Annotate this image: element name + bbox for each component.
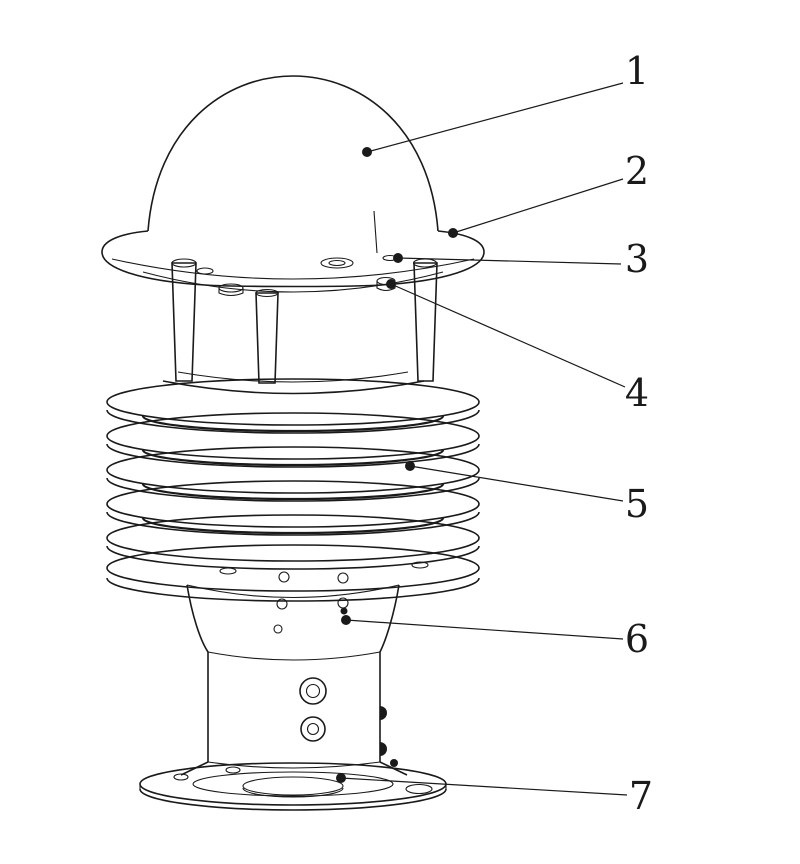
- callout-label-2: 2: [625, 149, 649, 193]
- collar-step-lower: [162, 380, 425, 395]
- posts-group: [171, 258, 438, 384]
- louver-plate-rim: [106, 477, 480, 502]
- body-side-boss-lower: [380, 742, 387, 756]
- body-transition-edge: [207, 651, 381, 661]
- post-middle-top: [255, 288, 279, 298]
- body-pin: [340, 607, 348, 615]
- louver-gap-shadow: [141, 483, 445, 501]
- base-flange-thickness: [139, 788, 447, 811]
- callout-dot-6: [341, 615, 351, 625]
- body-bolt-lower-inner: [306, 722, 320, 736]
- louver-bottom-disc: [106, 544, 480, 592]
- callout-label-5: 5: [625, 482, 649, 526]
- louver-plate: [106, 514, 480, 562]
- callout-label-7: 7: [629, 774, 653, 818]
- callout-label-4: 4: [625, 371, 649, 415]
- louver-plate: [106, 378, 480, 426]
- post-middle: [255, 292, 279, 384]
- callout-dot-4: [386, 279, 396, 289]
- base-center-hole-depth: [242, 787, 344, 798]
- post-left-top: [171, 258, 197, 268]
- base-flange-group: [139, 761, 447, 811]
- body-hole: [273, 624, 283, 634]
- louver-stack: [106, 378, 480, 602]
- callout-dot-3: [393, 253, 403, 263]
- dome-outline: [147, 75, 439, 232]
- sensor-ring-inner: [328, 259, 346, 267]
- callout-dot-2: [448, 228, 458, 238]
- leader-line-6: [345, 619, 624, 640]
- body-hole: [276, 598, 288, 610]
- dome-group: [147, 75, 439, 254]
- base-right-slot: [405, 783, 433, 795]
- sensor-ring-outer: [320, 257, 354, 269]
- body-bolt-upper-inner: [305, 683, 321, 699]
- base-screw-left-outer: [173, 773, 189, 781]
- leader-line-3: [397, 257, 622, 265]
- louver-plate: [106, 412, 480, 460]
- body-top-edge: [186, 584, 400, 598]
- louver-plate-rim: [106, 443, 480, 468]
- leader-line-7: [340, 777, 628, 796]
- post-left: [171, 262, 197, 382]
- cap-band-group: [101, 230, 485, 293]
- dome-seam-line: [373, 210, 378, 254]
- louver-plate-rim: [106, 511, 480, 536]
- post-right: [413, 262, 438, 382]
- body-hole: [278, 571, 290, 583]
- callout-label-3: 3: [625, 237, 649, 281]
- body-bolt-lower-outer: [300, 716, 326, 742]
- bottom-disc-screw-right: [411, 561, 429, 569]
- plate-screw-left: [196, 267, 214, 275]
- body-right-silhouette: [379, 584, 400, 762]
- louver-plate-rim: [106, 409, 480, 434]
- louver-plate: [106, 480, 480, 528]
- body-hole: [337, 572, 349, 584]
- louver-gap-shadow: [141, 517, 445, 535]
- cap-band-outline: [101, 230, 485, 288]
- base-screw-left-inner: [225, 766, 241, 774]
- sensor-small-lower-body: [376, 281, 396, 292]
- leader-line-1: [366, 82, 624, 153]
- sensor-cylinder-left-body: [218, 288, 244, 297]
- body-side-dot: [390, 759, 398, 767]
- louver-gap-shadow: [141, 415, 445, 433]
- body-side-boss-upper: [380, 706, 387, 720]
- base-center-hole: [242, 776, 344, 796]
- leader-line-4: [390, 283, 626, 388]
- leader-lines: [340, 82, 628, 796]
- callout-label-1: 1: [625, 49, 649, 93]
- base-inner-ring: [192, 771, 394, 797]
- louver-gap-shadow: [141, 449, 445, 467]
- sensor-plate-group: [196, 254, 398, 297]
- leader-line-5: [409, 465, 624, 502]
- callout-dot-1: [362, 147, 372, 157]
- body-left-silhouette: [186, 584, 209, 762]
- cap-underside-plate-edge: [142, 271, 444, 293]
- louver-plate-rim: [106, 545, 480, 570]
- body-bolt-upper-outer: [299, 677, 327, 705]
- louver-plate: [106, 446, 480, 494]
- callout-label-6: 6: [625, 617, 649, 661]
- collar-group: [162, 371, 425, 395]
- louver-bottom-disc-rim: [106, 577, 480, 602]
- cap-band-inner-rim: [111, 258, 475, 280]
- base-flange-outer: [139, 762, 447, 806]
- leader-line-2: [452, 178, 624, 234]
- callout-dot-5: [405, 461, 415, 471]
- collar-step-upper: [177, 371, 409, 383]
- callout-dot-7: [336, 773, 346, 783]
- callout-dots: [336, 147, 458, 783]
- bottom-disc-screw-left: [219, 567, 237, 575]
- callout-labels: 1 2 3 4 5 6 7: [625, 49, 653, 818]
